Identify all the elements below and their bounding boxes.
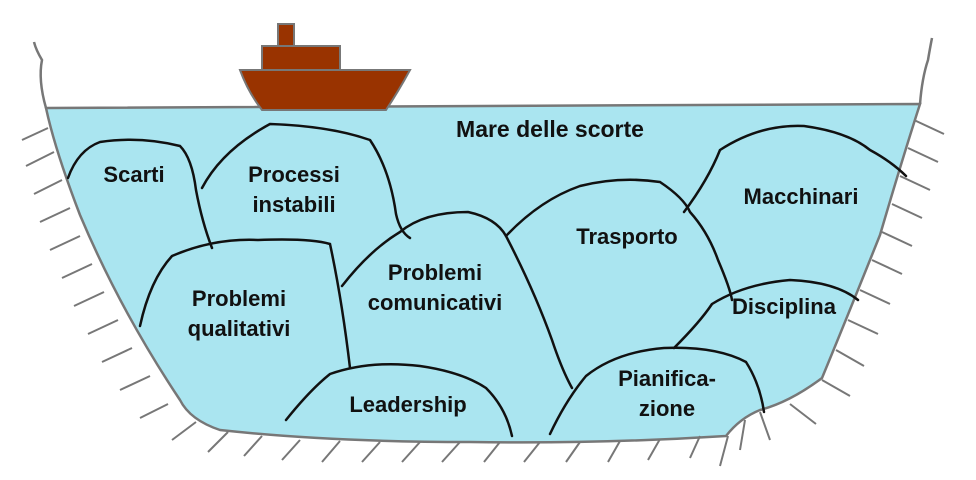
rock-label-line: Processi — [248, 162, 340, 187]
rock-label-disciplina: Disciplina — [714, 292, 854, 322]
rock-processi-outline — [200, 122, 412, 240]
ground-hatching — [21, 119, 945, 467]
rock-label-line: instabili — [252, 192, 336, 217]
rock-macchinari-outline — [682, 124, 908, 214]
rock-label-trasporto: Trasporto — [550, 222, 704, 252]
rock-label-line: qualitativi — [187, 316, 291, 341]
rock-label-scarti: Scarti — [82, 160, 186, 190]
rock-leadership-outline — [284, 362, 514, 438]
rock-label-line: Leadership — [349, 392, 467, 417]
rock-label-line: Trasporto — [576, 224, 678, 249]
rock-scarti-outline — [66, 138, 214, 250]
rock-label-macchinari: Macchinari — [724, 182, 878, 212]
rock-pianificazione-outline — [548, 346, 766, 436]
rock-label-line: comunicativi — [367, 290, 503, 315]
sea-title: Mare delle scorte — [456, 116, 644, 142]
rock-label-line: Pianifica- — [618, 366, 716, 391]
rock-qualitativi-outline — [138, 238, 352, 370]
rock-label-line: Problemi — [191, 286, 287, 311]
rock-label-line: Disciplina — [732, 294, 836, 319]
right-shore — [918, 37, 934, 105]
rock-label-pianificazione: Pianifica- zione — [592, 364, 742, 424]
rock-label-line: Problemi — [387, 260, 483, 285]
rock-disciplina-outline — [672, 278, 860, 350]
rock-label-line: Scarti — [103, 162, 165, 187]
ship-icon — [238, 23, 412, 111]
rock-label-processi-instabili: Processi instabili — [222, 160, 366, 220]
rock-label-line: zione — [638, 396, 696, 421]
rock-label-problemi-qualitativi: Problemi qualitativi — [164, 284, 314, 344]
rock-label-problemi-comunicativi: Problemi comunicativi — [350, 258, 520, 318]
rock-outlines — [66, 122, 908, 438]
rock-comunicativi-outline — [340, 210, 574, 390]
left-shore — [32, 41, 48, 109]
rock-label-line: Macchinari — [743, 184, 859, 209]
rock-label-leadership: Leadership — [328, 390, 488, 420]
rock-trasporto-outline — [504, 178, 734, 302]
